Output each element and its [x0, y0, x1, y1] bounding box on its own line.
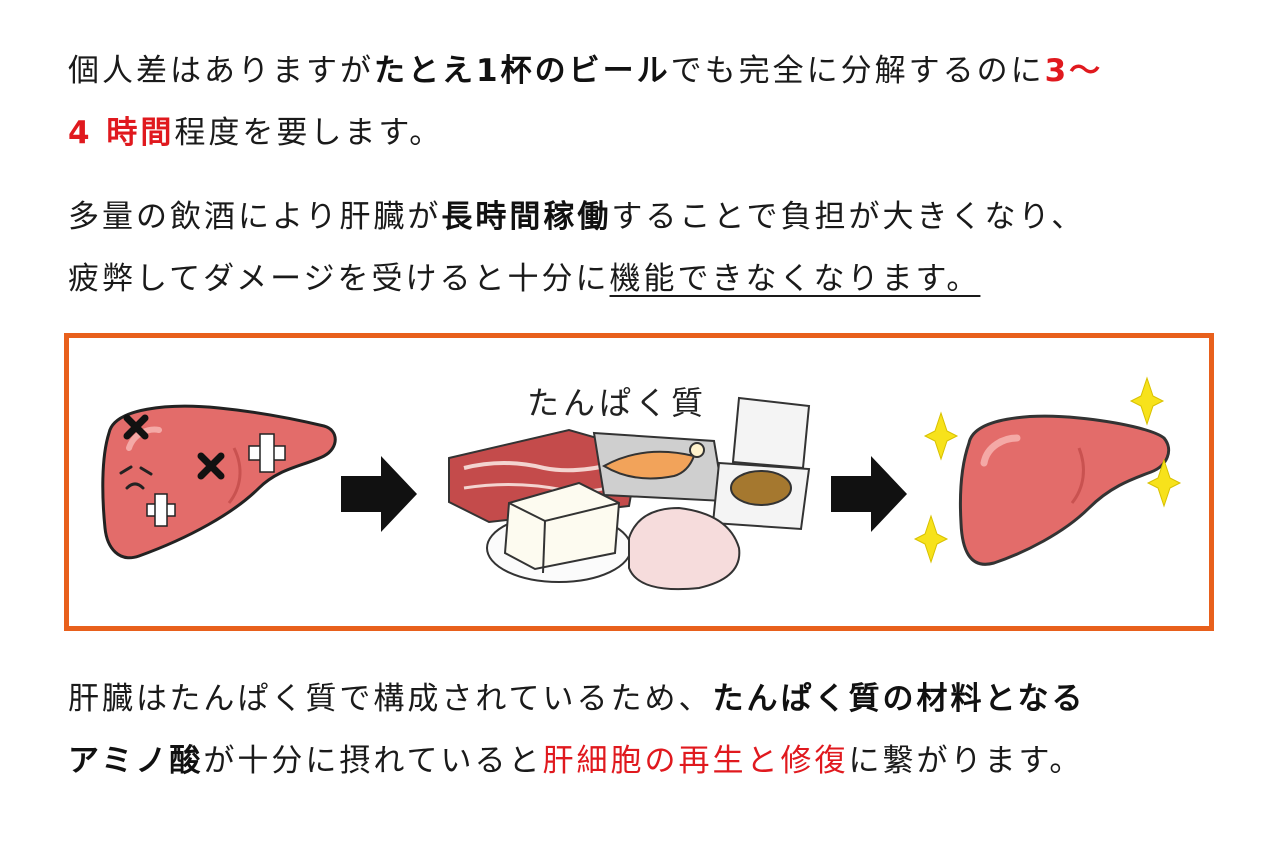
x-mark-icon — [197, 452, 225, 480]
text: でも完全に分解するのに — [670, 53, 1045, 89]
text: することで負担が大きくなり、 — [611, 199, 1086, 235]
highlight-text: 4 時間 — [68, 115, 175, 151]
text: 個人差はありますが — [68, 53, 374, 89]
caption-protein: たんぱく質 — [527, 384, 708, 422]
emphasis-text: アミノ酸 — [68, 743, 204, 779]
emphasis-text: たとえ1杯のビール — [374, 53, 671, 89]
text: 肝臓はたんぱく質で構成されているため、 — [68, 681, 713, 717]
illustration-box: たんぱく質 — [64, 333, 1214, 631]
text: が十分に摂れていると — [203, 743, 543, 779]
salmon-icon — [601, 450, 696, 480]
paragraph-line: 多量の飲酒により肝臓が長時間稼働することで負担が大きくなり、 — [68, 186, 1245, 248]
chicken-icon — [628, 506, 741, 591]
emphasis-text: 長時間稼働 — [441, 199, 612, 235]
sparkle-icon — [913, 514, 949, 564]
text: 疲弊してダメージを受けると十分に — [68, 261, 610, 297]
highlight-text: 3～ — [1044, 53, 1104, 89]
bandage-icon — [248, 433, 286, 473]
liver-body — [958, 414, 1170, 566]
paragraph-liver-burden: 多量の飲酒により肝臓が長時間稼働することで負担が大きくなり、 疲弊してダメージを… — [68, 186, 1245, 310]
paragraph-line: 個人差はありますがたとえ1杯のビールでも完全に分解するのに3～ — [68, 40, 1245, 102]
underlined-text: 機能できなくなります。 — [609, 261, 981, 297]
paragraph-alcohol-breakdown: 個人差はありますがたとえ1杯のビールでも完全に分解するのに3～ 4 時間程度を要… — [68, 40, 1245, 164]
liver-fold — [227, 447, 242, 504]
text: に繋がります。 — [848, 743, 1084, 779]
text: 程度を要します。 — [174, 115, 444, 151]
highlight-text: 肝細胞の再生と修復 — [542, 743, 849, 779]
garnish-icon — [689, 442, 705, 458]
natto-beans-icon — [730, 470, 792, 506]
tofu-icon — [503, 481, 621, 571]
healthy-liver — [958, 414, 1170, 566]
paragraph-line: 肝臓はたんぱく質で構成されているため、たんぱく質の材料となる — [68, 668, 1245, 730]
meat-marbling — [463, 461, 615, 473]
sparkle-icon — [1146, 458, 1182, 508]
damaged-liver — [101, 404, 337, 560]
paragraph-line: アミノ酸が十分に摂れていると肝細胞の再生と修復に繋がります。 — [68, 730, 1245, 792]
sad-face-icon — [119, 465, 153, 490]
liver-highlight — [980, 434, 1021, 467]
sparkle-icon — [923, 411, 959, 461]
arrow-icon — [831, 456, 907, 532]
natto-lid-icon — [731, 396, 811, 470]
illustration — [101, 376, 1182, 591]
tofu-edge — [542, 520, 546, 574]
emphasis-text: たんぱく質の材料となる — [712, 681, 1086, 717]
arrow-icon — [341, 456, 417, 532]
liver-fold — [1070, 447, 1085, 504]
bandage-icon — [146, 493, 176, 527]
paragraph-line: 疲弊してダメージを受けると十分に機能できなくなります。 — [68, 248, 1245, 310]
sparkle-icon — [1129, 376, 1165, 426]
protein-foods — [448, 396, 811, 591]
x-mark-icon — [123, 414, 149, 440]
text: 多量の飲酒により肝臓が — [68, 199, 442, 235]
paragraph-protein-repair: 肝臓はたんぱく質で構成されているため、たんぱく質の材料となる アミノ酸が十分に摂… — [68, 668, 1245, 792]
paragraph-line: 4 時間程度を要します。 — [68, 102, 1245, 164]
